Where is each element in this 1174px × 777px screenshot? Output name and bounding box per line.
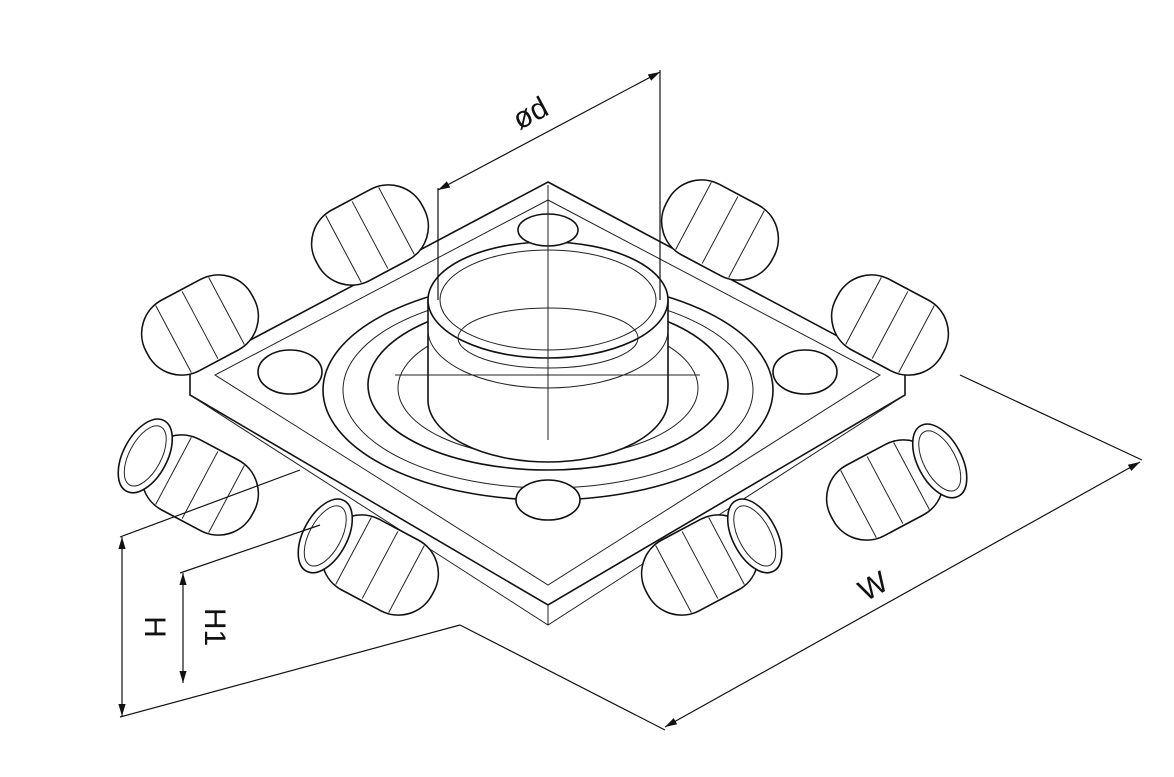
- duct-outlet: [140, 274, 260, 376]
- side-port-right: [772, 349, 838, 395]
- dimension-height1: H1: [179, 524, 321, 683]
- outlet-opening: [117, 418, 174, 494]
- height1-label: H1: [198, 608, 231, 646]
- height-label: H: [138, 616, 171, 638]
- central-spigot: [257, 185, 838, 521]
- side-port-left: [257, 349, 323, 395]
- outlet-opening: [297, 498, 354, 574]
- duct-outlet: [660, 179, 780, 281]
- width-label: W: [853, 565, 894, 608]
- duct-outlet: [830, 274, 950, 376]
- diameter-label: ød: [507, 91, 553, 137]
- side-port-front: [515, 479, 581, 521]
- duct-outlet: [297, 498, 440, 616]
- duct-outlet: [825, 423, 968, 541]
- duct-outlet: [310, 184, 430, 286]
- duct-outlet: [117, 418, 260, 536]
- dimension-height: H: [118, 469, 461, 718]
